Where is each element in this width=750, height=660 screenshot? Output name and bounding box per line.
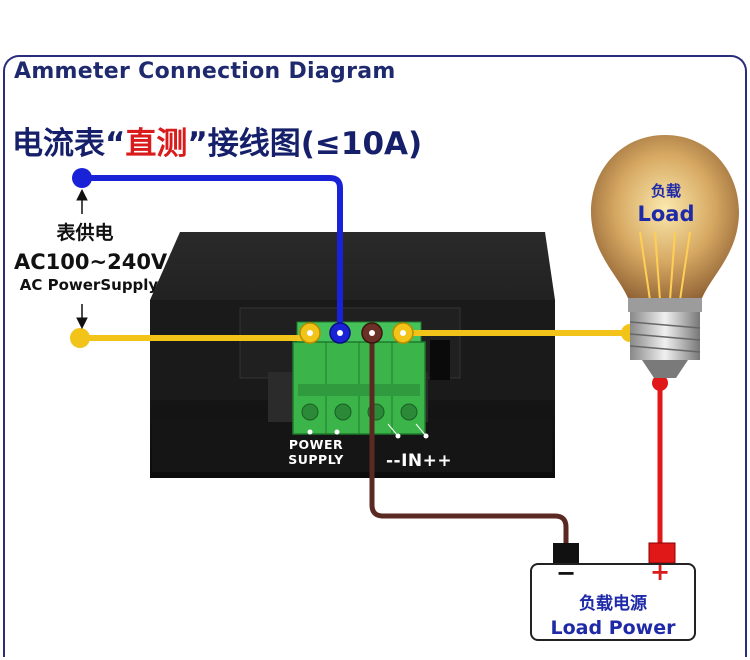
supply-en: AC PowerSupply [19,276,159,294]
power-label-line2: SUPPLY [288,452,344,467]
headline-prefix: 电流表“ [12,126,126,162]
in-terminal-label: --IN++ [386,451,453,471]
supply-arrows [76,188,88,330]
battery-terminals [553,542,676,564]
diagram-headline: 电流表“直测”接线图(≤10A) [12,118,422,163]
terminal-block [292,321,426,435]
terminal-pointers [307,423,429,439]
headline-highlight: 直测 [125,126,188,162]
load-bulb-label: 负载 Load [611,180,721,226]
headline-suffix: ”接线图(≤10A) [187,126,423,162]
bulb-en: Load [637,202,695,226]
battery-en: Load Power [550,617,676,639]
blue-wire [72,168,351,344]
brown-wire [361,322,569,546]
power-supply-terminal-label: POWER SUPPLY [282,437,350,467]
power-label-line1: POWER [288,437,344,452]
supply-voltage: AC100~240V [14,250,168,274]
battery-cn: 负载电源 [579,594,647,614]
load-power-battery: 负载电源 Load Power [530,563,696,641]
diagram-frame [3,55,747,657]
battery-minus-sign: − [556,559,577,587]
light-bulb [590,135,740,378]
bulb-cn: 负载 [650,182,681,200]
red-wire [652,375,668,546]
ac-supply-label: 表供电 AC100~240V AC PowerSupply [14,218,168,294]
battery-plus-sign: + [650,558,671,586]
diagram-title: Ammeter Connection Diagram [14,59,396,84]
supply-cn: 表供电 [56,222,114,244]
